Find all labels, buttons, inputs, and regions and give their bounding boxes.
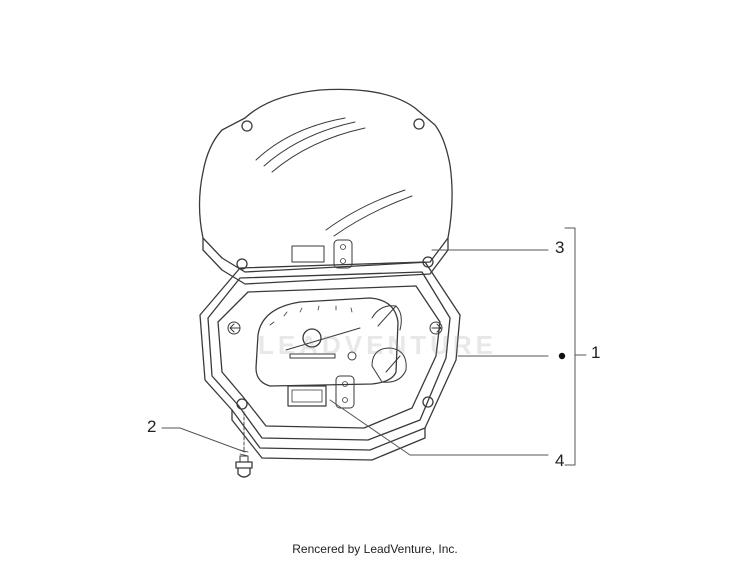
instrument-housing	[199, 261, 461, 461]
watermark-text: LEADVENTURE	[257, 330, 497, 360]
callout-label-4: 4	[555, 451, 565, 470]
callout-label-1: 1	[591, 343, 601, 362]
callout-label-3: 3	[555, 238, 565, 257]
leader-lines	[161, 227, 587, 466]
mounting-screw	[235, 411, 253, 478]
footer-credit: Rencered by LeadVenture, Inc.	[292, 542, 458, 556]
glass-cover	[198, 88, 453, 285]
callout-label-2: 2	[147, 417, 157, 436]
callout-dot	[558, 352, 566, 360]
